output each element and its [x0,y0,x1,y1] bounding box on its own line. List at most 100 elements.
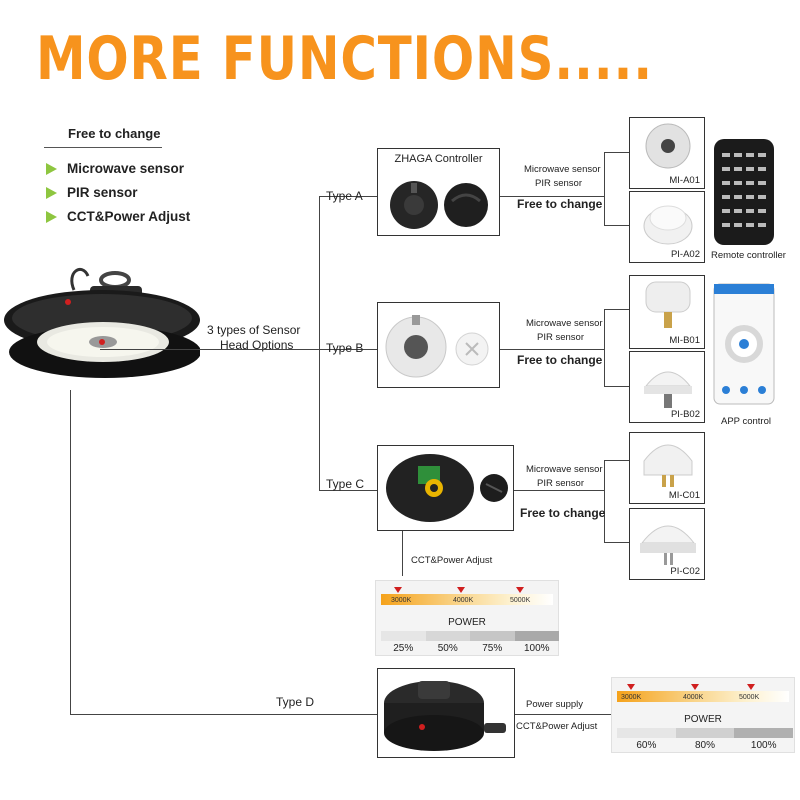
type-b-sensor-line2: PIR sensor [537,332,584,343]
type-b-label: Type B [326,341,364,355]
type-d-cct-power-panel: 3000K 4000K 5000K POWER 60% 80% 100% [611,677,795,753]
zhaga-controller-image [390,181,488,229]
sensor-code: MI-A01 [669,175,700,186]
cct-gradient-bar [617,691,789,702]
power-level-bar [617,728,794,738]
cct-label: 4000K [683,694,704,701]
microwave-sensor-image [643,444,693,487]
type-b-free-to-change: Free to change [517,353,603,367]
cct-marker-icon [457,587,465,593]
sensor-pi-a02: PI-A02 [629,191,705,263]
connector-line [604,542,629,543]
microwave-sensor-image [645,281,691,328]
page-title: MORE FUNCTIONS..... [36,24,654,94]
sensor-code: PI-C02 [670,566,700,577]
type-c-label: Type C [326,477,365,491]
type-d-cct-adjust-label: CCT&Power Adjust [516,721,598,732]
cct-label: 4000K [453,597,474,604]
power-level-label: 80% [695,740,716,751]
connector-line [402,531,403,576]
sensor-code: PI-B02 [670,409,700,420]
connector-line [514,490,605,491]
legend-item-label: PIR sensor [67,185,138,200]
power-level-label: 60% [636,740,657,751]
type-c-controller-box [377,445,514,531]
cct-label: 3000K [391,597,412,604]
type-d-driver-image [384,681,506,751]
sensor-options-caption-line2: Head Options [220,338,294,352]
sensor-mi-a01: MI-A01 [629,117,705,189]
type-a-sensor-line2: PIR sensor [535,178,582,189]
remote-controller-image [714,139,774,245]
type-b-sensor-line1: Microwave sensor [526,318,603,329]
legend-heading: Free to change [68,126,161,141]
microwave-sensor-image [645,123,691,169]
cct-marker-icon [394,587,402,593]
type-b-controller-box [377,302,500,388]
power-level-label: 100% [750,740,777,751]
type-a-sensor-line1: Microwave sensor [524,164,601,175]
sensor-code: MI-B01 [669,335,700,346]
power-title: POWER [448,617,486,628]
connector-line [604,386,629,387]
connector-line [604,309,605,386]
legend-item-label: CCT&Power Adjust [67,209,191,224]
triangle-bullet-icon [46,162,57,175]
cct-marker-icon [691,684,699,690]
connector-line [319,349,377,350]
connector-line [100,349,320,350]
power-level-label: 75% [482,643,503,654]
pir-sensor-image [640,525,696,565]
type-c-free-to-change: Free to change [520,506,606,520]
connector-line [515,714,611,715]
type-d-driver-box [377,668,515,758]
connector-line [70,390,71,715]
type-c-cct-adjust-label: CCT&Power Adjust [411,555,493,566]
cct-marker-icon [747,684,755,690]
sensor-mi-c01: MI-C01 [629,432,705,504]
power-level-label: 25% [393,643,414,654]
ufo-highbay-lamp-image [4,268,200,378]
phone-app-image [713,283,775,405]
legend-item-label: Microwave sensor [67,161,185,176]
legend-item-cct: CCT&Power Adjust [46,209,190,224]
sensor-mi-b01: MI-B01 [629,275,705,349]
connector-line [604,152,629,153]
cct-gradient-bar [381,594,553,605]
type-c-sensor-line1: Microwave sensor [526,464,603,475]
pir-sensor-image [644,371,692,408]
type-a-free-to-change: Free to change [517,197,603,211]
type-d-label: Type D [276,695,315,709]
legend-item-pir: PIR sensor [46,185,138,200]
type-c-controller-image [386,454,508,522]
legend-divider [44,147,162,148]
power-level-label: 100% [523,643,550,654]
triangle-bullet-icon [46,186,57,199]
connector-line [319,196,320,491]
pir-sensor-image [643,205,693,245]
connector-line [319,196,377,197]
triangle-bullet-icon [46,210,57,223]
cct-label: 5000K [739,694,760,701]
type-a-controller-box: ZHAGA Controller [377,148,500,236]
connector-line [500,349,605,350]
sensor-pi-b02: PI-B02 [629,351,705,423]
type-c-cct-power-panel: 3000K 4000K 5000K POWER 25% 50% 75% 100% [375,580,559,656]
type-b-socket-image [385,315,489,378]
sensor-code: PI-A02 [670,249,700,260]
type-d-power-supply-label: Power supply [526,699,584,710]
remote-controller-label: Remote controller [711,250,786,261]
sensor-pi-c02: PI-C02 [629,508,705,580]
connector-line [500,196,605,197]
type-c-sensor-line2: PIR sensor [537,478,584,489]
connector-line [604,460,605,542]
connector-line [604,460,629,461]
legend-item-microwave: Microwave sensor [46,161,184,176]
power-level-bar [381,631,559,641]
power-level-label: 50% [437,643,458,654]
power-title: POWER [684,714,722,725]
connector-line [604,152,605,225]
sensor-options-caption-line1: 3 types of Sensor [207,323,301,337]
type-a-label: Type A [326,189,363,203]
cct-label: 5000K [510,597,531,604]
